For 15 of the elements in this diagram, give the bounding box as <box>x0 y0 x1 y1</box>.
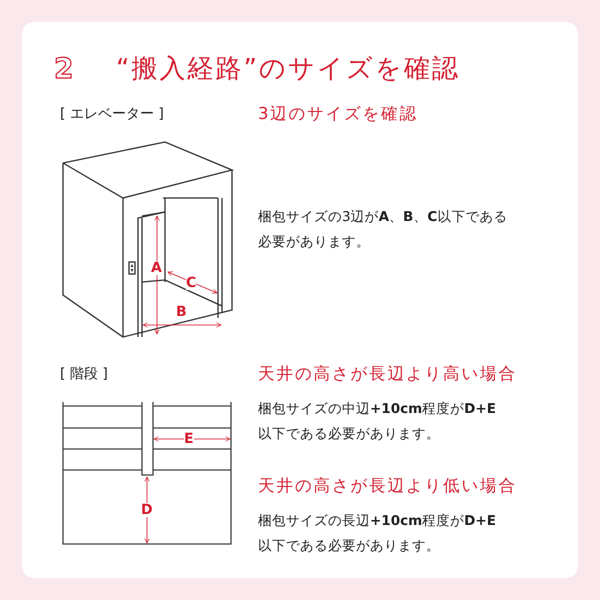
section-number: 2 <box>54 55 74 83</box>
subheading: 天井の高さが長辺より高い場合 <box>258 366 517 382</box>
title: “搬入経路”のサイズを確認 <box>116 56 460 82</box>
dimension-letter: D <box>141 503 153 517</box>
section-heading: [ 階段 ] <box>60 367 108 381</box>
subheading: 3辺のサイズを確認 <box>258 106 418 122</box>
paragraph: 梱包サイズの3辺がA、B、C以下である必要があります。 <box>258 208 508 252</box>
section-heading: [ エレベーター ] <box>60 107 164 121</box>
dimension-letter: A <box>151 261 162 275</box>
dimension-letter: B <box>176 305 187 319</box>
dimension-letter: C <box>186 276 196 290</box>
subheading: 天井の高さが長辺より低い場合 <box>258 478 517 494</box>
paragraph: 梱包サイズの長辺+10cm程度がD+E以下である必要があります。 <box>258 512 497 556</box>
dimension-letter: E <box>184 432 194 446</box>
paragraph: 梱包サイズの中辺+10cm程度がD+E以下である必要があります。 <box>258 400 497 444</box>
